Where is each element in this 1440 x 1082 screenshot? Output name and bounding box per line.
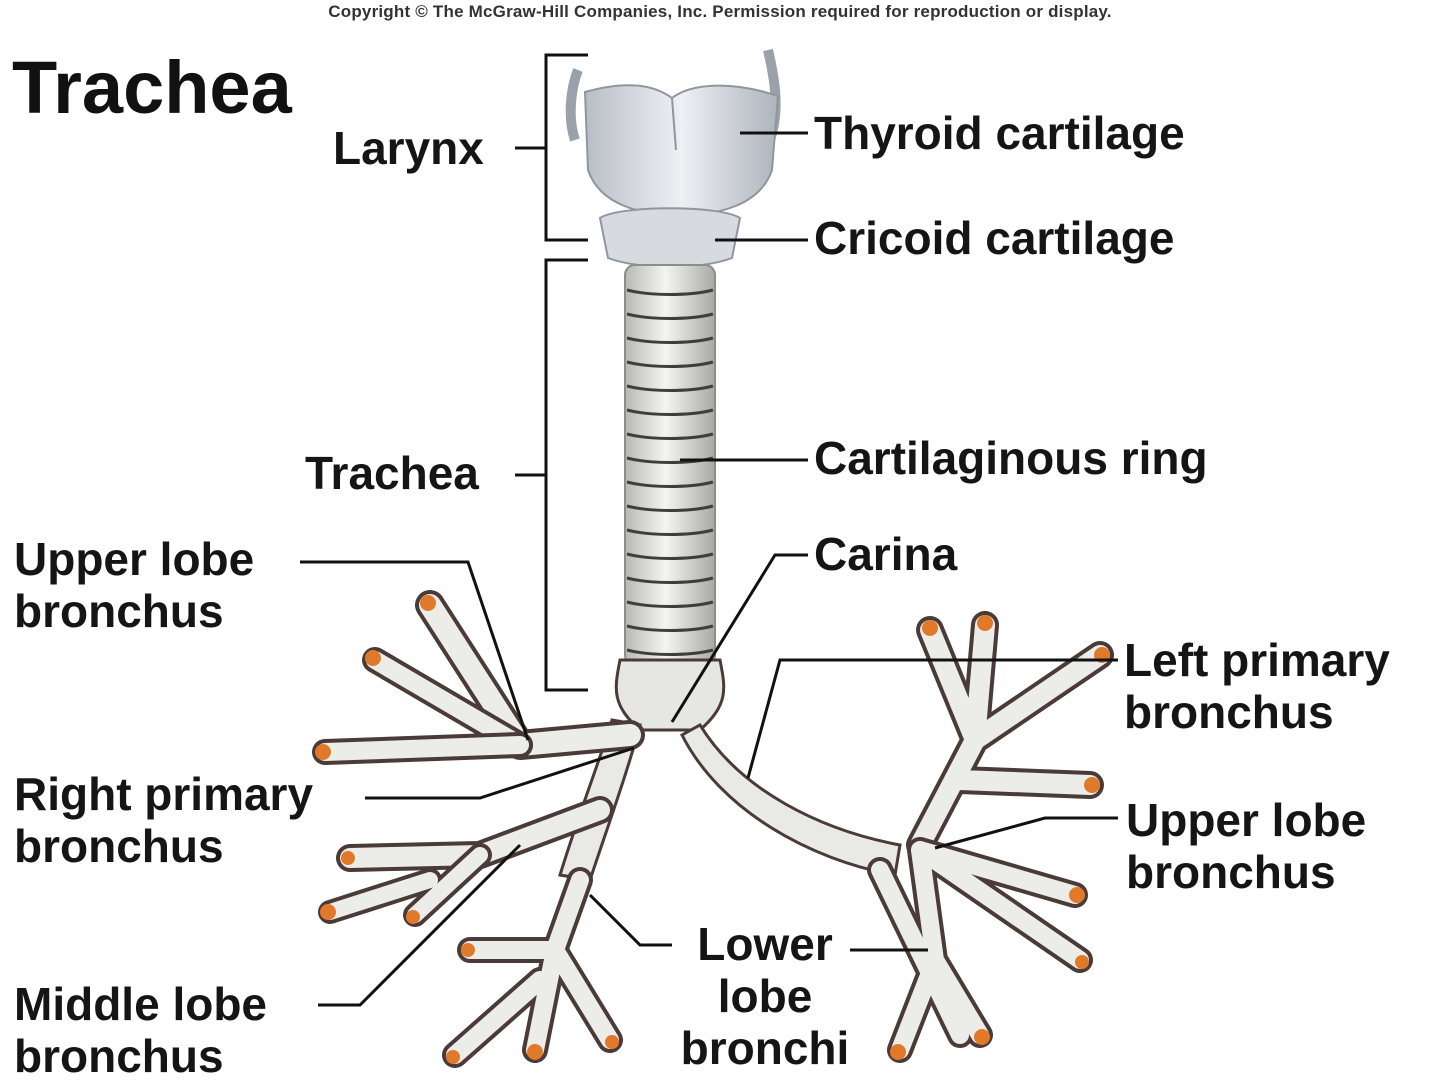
thyroid-cartilage-shape [583, 84, 780, 217]
leader-lines [300, 53, 1118, 1007]
larynx-shape [565, 48, 781, 268]
cricoid-cartilage-shape [598, 207, 742, 268]
bronchial-tree [312, 590, 1114, 1068]
label-line: bronchus [14, 820, 224, 872]
label-right-primary-bronchus: Right primary bronchus [14, 768, 313, 872]
label-line: Left primary [1124, 634, 1390, 686]
cartilaginous-ring-line [626, 312, 714, 320]
right-primary-leader [365, 746, 635, 800]
cartilaginous-ring-line [626, 552, 714, 560]
label-line: bronchi [680, 1022, 850, 1074]
label-thyroid-cartilage: Thyroid cartilage [814, 107, 1185, 159]
left-primary-bronchus-shape [680, 722, 902, 877]
larynx-bracket [515, 53, 588, 242]
label-line: bronchus [14, 585, 224, 637]
label-line: bronchus [1124, 686, 1334, 738]
cartilaginous-ring-line [626, 648, 714, 656]
label-line: Lower [697, 918, 833, 970]
label-line: Middle lobe [14, 978, 267, 1030]
cartilaginous-ring-line [626, 624, 714, 632]
label-line: bronchus [1126, 846, 1336, 898]
label-upper-lobe-bronchus-right: Upper lobe bronchus [14, 533, 254, 637]
carina-leader [670, 553, 808, 723]
label-trachea: Trachea [305, 447, 479, 499]
bronchiole-tips [315, 595, 1110, 1064]
right-middle-branch-2-fill [322, 847, 488, 923]
middle-lobe-leader [318, 843, 522, 1007]
cartilaginous-ring-line [626, 288, 714, 296]
cartilaginous-ring-line [626, 408, 714, 416]
cartilaginous-ring-line [626, 480, 714, 488]
label-line: Upper lobe [1126, 794, 1367, 846]
label-lower-lobe-bronchi: Lower lobe bronchi [665, 918, 865, 1074]
label-upper-lobe-bronchus-left: Upper lobe bronchus [1126, 794, 1366, 898]
right-upper-branch-2-fill [366, 651, 529, 754]
right-upper-branch-3-fill [316, 736, 529, 761]
left-upper-branch-fill [910, 615, 1110, 855]
cartilaginous-ring-line [626, 504, 714, 512]
label-left-primary-bronchus: Left primary bronchus [1124, 634, 1390, 738]
right-lower-branch-fill [446, 871, 619, 1064]
label-carina: Carina [814, 528, 958, 580]
epiglottis-horn-left [565, 68, 583, 142]
cartilaginous-ring-line [626, 432, 714, 440]
label-line: Upper lobe [14, 533, 255, 585]
label-line: lobe [717, 970, 813, 1022]
cartilaginous-ring-line [626, 528, 714, 536]
lower-lobe-leader-right [588, 893, 672, 947]
carina-shape [614, 658, 726, 732]
thyroid-notch [671, 97, 677, 151]
upper-lobe-left-leader [934, 816, 1118, 850]
cartilaginous-ring-line [626, 336, 714, 344]
trachea-bracket [515, 258, 588, 692]
label-line: Right primary [14, 768, 314, 820]
cartilaginous-ring-line [626, 384, 714, 392]
label-middle-lobe-bronchus: Middle lobe bronchus [14, 978, 267, 1082]
left-lower-branch-fill [871, 841, 1089, 1059]
label-cartilaginous-ring: Cartilaginous ring [814, 432, 1208, 484]
left-primary-leader [746, 658, 1118, 779]
upper-lobe-right-leader [300, 560, 530, 741]
cartilaginous-rings [626, 288, 714, 656]
label-larynx: Larynx [333, 122, 484, 174]
cartilaginous-ring-line [626, 360, 714, 368]
cartilaginous-ring-line [626, 576, 714, 584]
trachea-tube [624, 264, 716, 666]
label-cricoid-cartilage: Cricoid cartilage [814, 212, 1175, 264]
page-title: Trachea [12, 46, 292, 129]
copyright-notice: Copyright © The McGraw-Hill Companies, I… [328, 2, 1112, 21]
cartilaginous-ring-line [626, 600, 714, 608]
label-line: bronchus [14, 1030, 224, 1082]
